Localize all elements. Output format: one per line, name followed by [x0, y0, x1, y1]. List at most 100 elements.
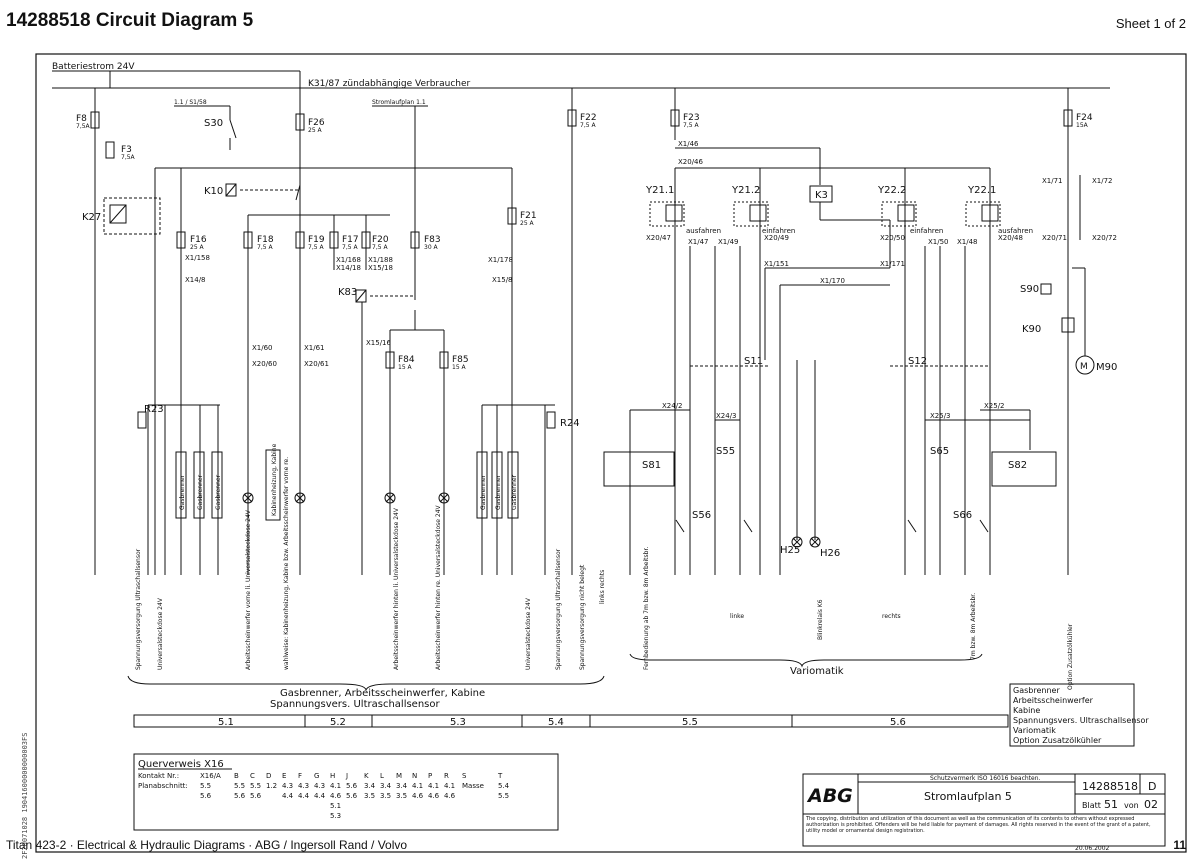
svg-text:Spannungsversorgung nicht bele: Spannungsversorgung nicht belegt — [579, 564, 586, 670]
svg-text:S81: S81 — [642, 460, 661, 471]
svg-text:25 A: 25 A — [520, 220, 535, 227]
svg-text:Fernbedienung ab 7m bzw. 8m Ar: Fernbedienung ab 7m bzw. 8m Arbeitsbr. — [643, 547, 650, 670]
svg-text:X1/50: X1/50 — [928, 238, 949, 246]
svg-text:M90: M90 — [1096, 362, 1117, 373]
cross-ref-cell: D — [266, 772, 271, 780]
cross-ref-cell: 4.1 — [428, 782, 439, 790]
cross-ref-cell: P — [428, 772, 432, 780]
cross-ref-cell: X16/A — [200, 772, 221, 780]
cross-ref-cell: G — [314, 772, 319, 780]
cross-ref-cell: S — [462, 772, 467, 780]
consumer-labels: Spannungsversorgung Ultraschallsensor Un… — [135, 457, 1074, 690]
variomatik-wires — [629, 168, 1031, 575]
relay-k90: K90 — [1022, 317, 1075, 335]
svg-text:X1/170: X1/170 — [820, 277, 845, 285]
svg-text:F17: F17 — [342, 235, 359, 245]
gasbrenner-group-2: Gasbrenner Gasbrenner Gasbrenner — [476, 451, 519, 519]
svg-text:S82: S82 — [1008, 460, 1027, 471]
svg-text:F23: F23 — [683, 113, 700, 123]
svg-text:X25/2: X25/2 — [984, 402, 1005, 410]
cross-ref-cell: 1.2 — [266, 782, 277, 790]
cross-ref-cell: 4.3 — [282, 782, 293, 790]
svg-text:7,5 A: 7,5 A — [308, 244, 324, 251]
switch-s81: S81 — [603, 451, 675, 487]
svg-text:Blinkrelais K6: Blinkrelais K6 — [817, 599, 824, 640]
cross-ref-cell: 4.6 — [428, 792, 440, 800]
cross-ref-cell: L — [380, 772, 384, 780]
rail-battery: Batteriestrom 24V — [52, 62, 135, 72]
svg-text:F24: F24 — [1076, 113, 1093, 123]
svg-text:X1/171: X1/171 — [880, 260, 905, 268]
svg-text:Arbeitsscheinwerfer hinten re.: Arbeitsscheinwerfer hinten re. Universal… — [435, 504, 442, 670]
svg-text:F19: F19 — [308, 235, 325, 245]
svg-text:F83: F83 — [424, 235, 441, 245]
title-block: ABG Schutzvermerk ISO 16016 beachten. St… — [802, 773, 1166, 852]
svg-text:Variomatik: Variomatik — [1013, 726, 1056, 735]
svg-text:S30: S30 — [204, 118, 223, 129]
cross-ref-cell: 5.3 — [330, 812, 341, 820]
group-brace-variomatik — [629, 653, 983, 668]
svg-text:X1/49: X1/49 — [718, 238, 739, 246]
cross-ref-cell: 4.1 — [444, 782, 455, 790]
svg-text:Y22.2: Y22.2 — [877, 185, 906, 196]
svg-text:K10: K10 — [204, 186, 223, 197]
cross-ref-cell: 4.4 — [314, 792, 326, 800]
abg-logo: ABG — [806, 785, 853, 807]
cross-ref-cell: 5.5 — [200, 782, 211, 790]
legend: Gasbrenner Arbeitsscheinwerfer Kabine Sp… — [1009, 683, 1149, 747]
drawing-frame — [35, 53, 1187, 853]
svg-text:15 A: 15 A — [398, 364, 413, 371]
svg-text:Gasbrenner: Gasbrenner — [179, 474, 186, 510]
svg-text:X20/47: X20/47 — [646, 234, 671, 242]
svg-text:X1/71: X1/71 — [1042, 177, 1063, 185]
svg-text:Gasbrenner: Gasbrenner — [511, 474, 518, 510]
cross-ref-cell: 5.6 — [200, 792, 212, 800]
svg-text:Spannungsversorgung Ultraschal: Spannungsversorgung Ultraschallsensor — [135, 548, 142, 670]
page-number: 11 — [1173, 838, 1186, 852]
ref-stromlauf: Stromlaufplan 1.1 — [372, 99, 426, 106]
cross-ref-cell: 4.1 — [330, 782, 341, 790]
fuse-f3: F37,5A — [105, 141, 136, 161]
cross-ref-cell: Kontakt Nr.: — [138, 772, 179, 780]
svg-text:X15/16: X15/16 — [366, 339, 392, 347]
page-title: 14288518 Circuit Diagram 5 — [6, 10, 254, 31]
svg-text:Arbeitsscheinwerfer hinten li.: Arbeitsscheinwerfer hinten li. Universal… — [393, 507, 400, 670]
cross-ref-cell: R — [444, 772, 449, 780]
switch-s82: S82 — [991, 451, 1057, 487]
sheet-indicator: Sheet 1 of 2 — [1115, 16, 1186, 31]
cross-ref-cell: K — [364, 772, 369, 780]
svg-text:X25/3: X25/3 — [930, 412, 951, 420]
svg-text:5.1: 5.1 — [218, 717, 234, 728]
svg-text:K27: K27 — [82, 212, 101, 223]
svg-text:X1/61: X1/61 — [304, 344, 325, 352]
svg-text:Arbeitsscheinwerfer vorne li.: Arbeitsscheinwerfer vorne li. Universals… — [245, 509, 252, 670]
section-bar: 5.1 5.2 5.3 5.4 5.5 5.6 — [133, 714, 1009, 728]
svg-text:Arbeitsscheinwerfer: Arbeitsscheinwerfer — [1013, 696, 1094, 705]
svg-text:X1/48: X1/48 — [957, 238, 978, 246]
svg-text:Schutzvermerk ISO 16016 beacht: Schutzvermerk ISO 16016 beachten. — [930, 775, 1041, 782]
svg-text:F20: F20 — [372, 235, 389, 245]
svg-text:X14/18: X14/18 — [336, 264, 361, 272]
relay-k83: K83 — [338, 287, 415, 303]
svg-text:7,5A: 7,5A — [121, 154, 136, 161]
cross-ref-cell: 3.5 — [380, 792, 391, 800]
kabinenheizung: Kabinenheizung, Kabine — [265, 443, 281, 521]
cross-ref-cell: 5.6 — [346, 782, 358, 790]
svg-text:X20/71: X20/71 — [1042, 234, 1067, 242]
cross-ref-cell: E — [282, 772, 286, 780]
svg-text:K90: K90 — [1022, 324, 1041, 335]
svg-text:Universalsteckdose 24V: Universalsteckdose 24V — [525, 597, 532, 670]
svg-text:7,5 A: 7,5 A — [580, 122, 596, 129]
cross-ref-cell: 5.1 — [330, 802, 341, 810]
svg-text:X15/8: X15/8 — [492, 276, 513, 284]
relay-k3: K3 — [809, 185, 833, 203]
cross-ref-cell: 4.4 — [298, 792, 310, 800]
cross-ref-cell: T — [497, 772, 503, 780]
svg-text:X20/46: X20/46 — [678, 158, 704, 166]
